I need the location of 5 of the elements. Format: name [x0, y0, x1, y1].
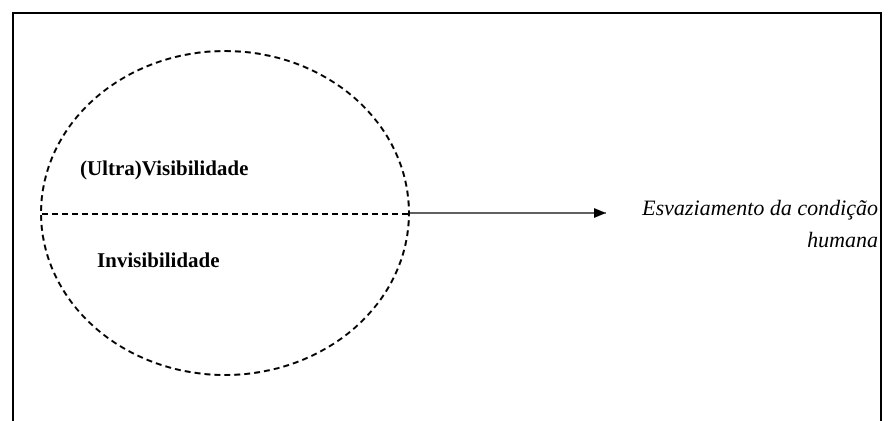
- section-label: (Ultra)Visibilidade: [80, 156, 248, 181]
- section-label: Invisibilidade: [97, 248, 220, 273]
- dashed-circle: [40, 50, 410, 376]
- arrow: [410, 208, 606, 218]
- outcome-text: Esvaziamento da condição humana: [612, 192, 878, 262]
